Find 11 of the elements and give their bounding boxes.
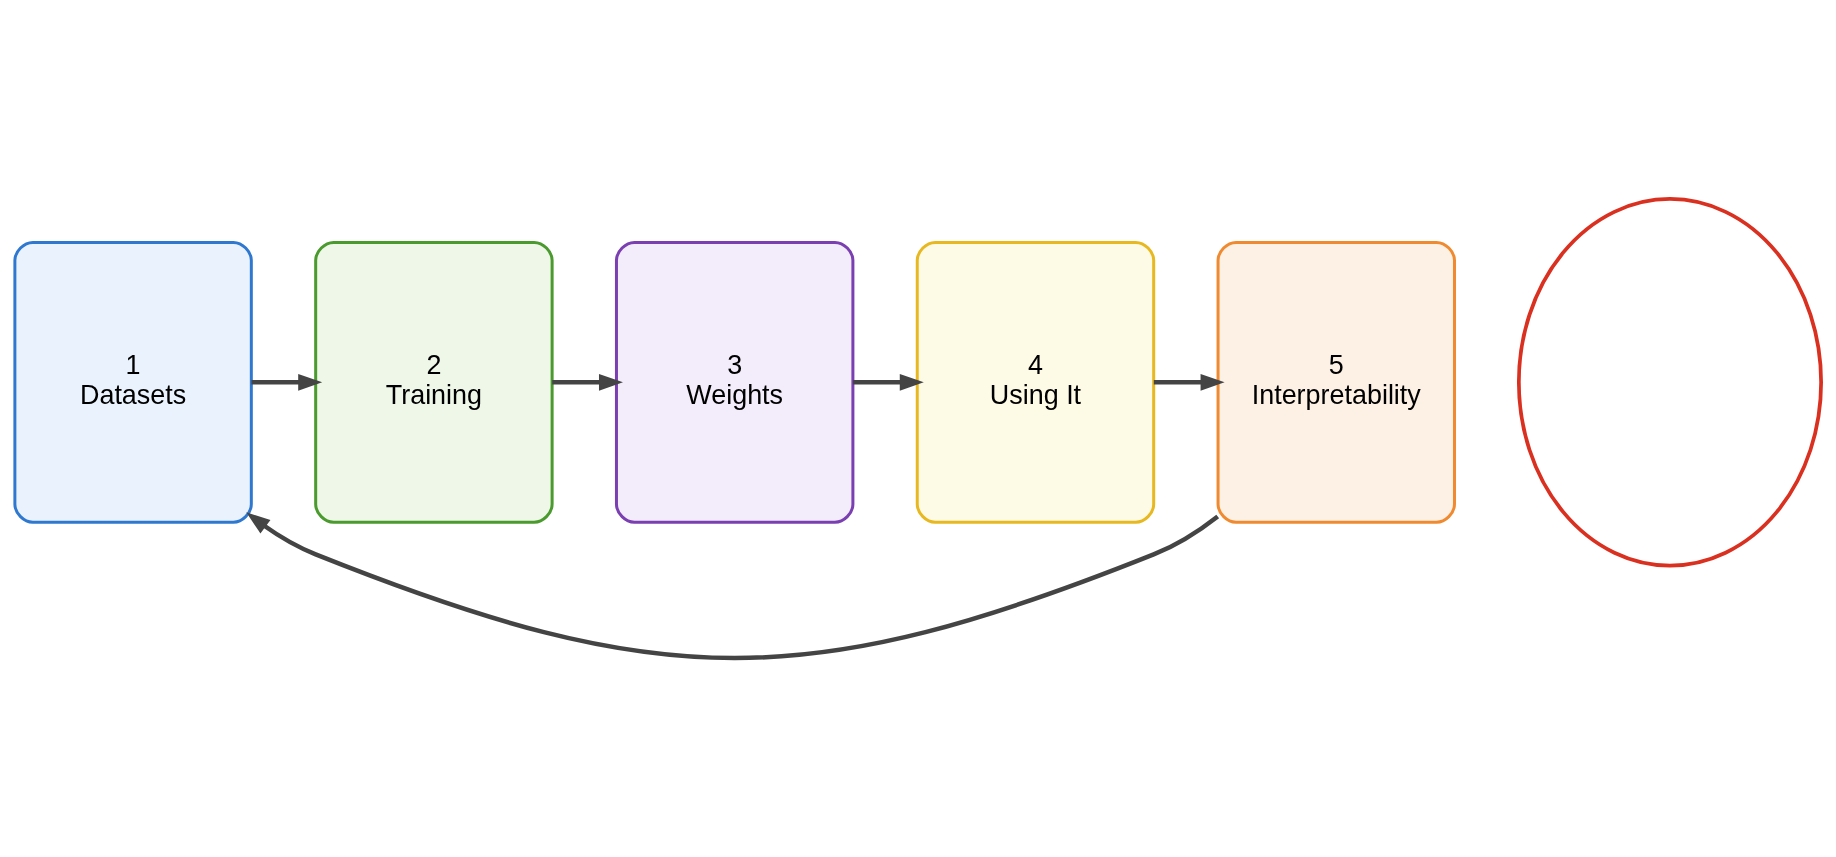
arrow [552,373,623,391]
node-box: 5 Interpretability [1216,240,1456,524]
arrow [251,373,323,391]
arrow [1153,373,1225,391]
arrow [853,373,924,391]
node-box: 1 Datasets [13,240,253,524]
node-ellipse [1516,197,1823,568]
node-box: 2 Training [314,240,554,524]
node-box: 3 Weights [614,240,855,524]
node-box: 4 Using It [915,240,1156,524]
arrow [246,512,1220,661]
